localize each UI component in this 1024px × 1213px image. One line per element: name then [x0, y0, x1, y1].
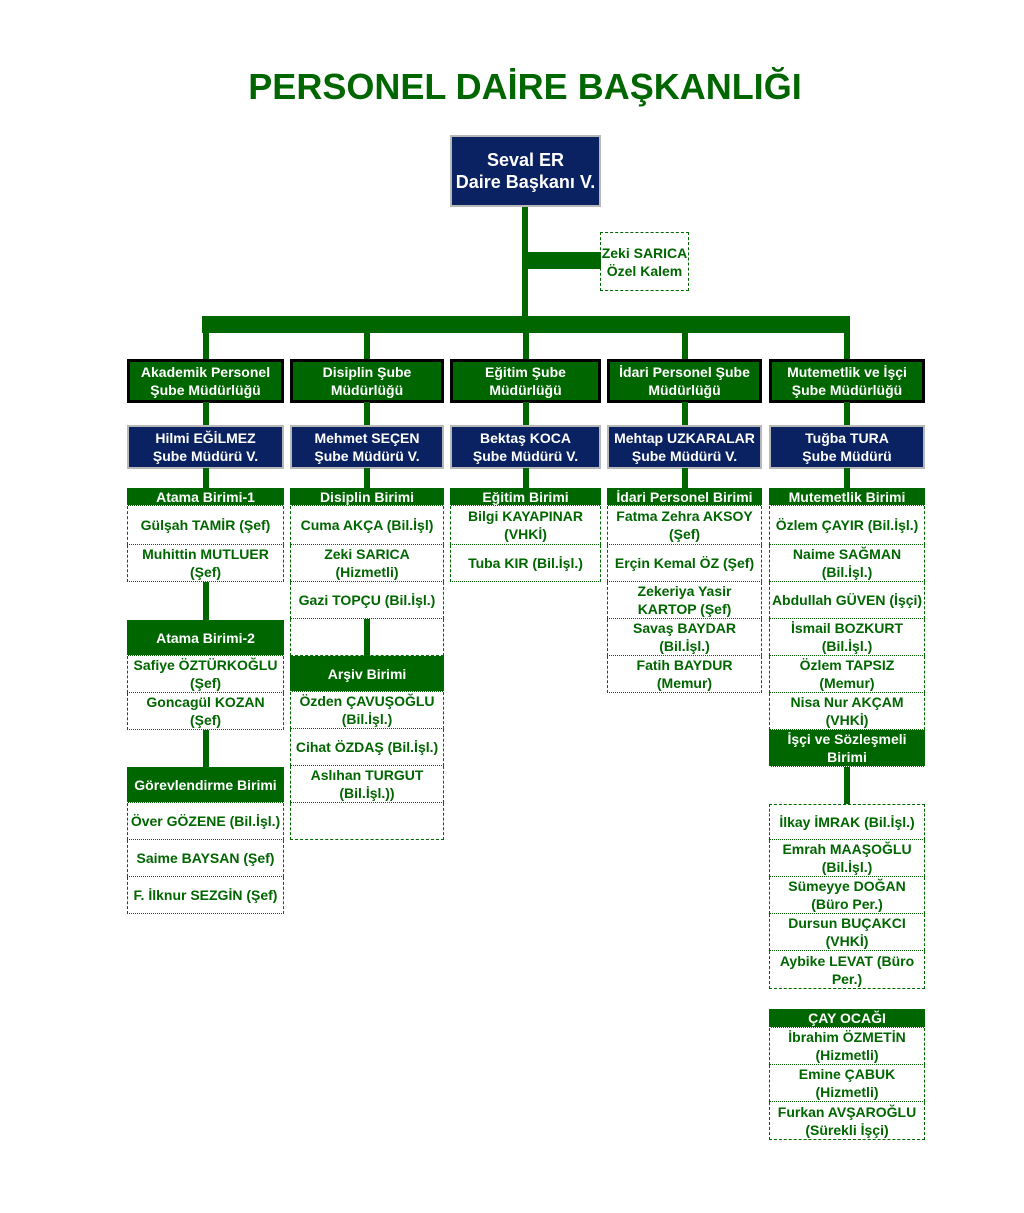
member-row: Sümeyye DOĞAN (Büro Per.) [769, 877, 925, 914]
member-row: Bilgi KAYAPINAR (VHKİ) [450, 506, 601, 545]
member-row: Nisa Nur AKÇAM (VHKİ) [769, 693, 925, 730]
member-row: Gülşah TAMİR (Şef) [127, 506, 284, 545]
manager-title: Şube Müdürü V. [152, 448, 259, 464]
member-row: Gazi TOPÇU (Bil.İşl.) [290, 582, 444, 619]
member-row: Özlem TAPSIZ (Memur) [769, 656, 925, 693]
connector-line [203, 582, 209, 620]
member-row: Savaş BAYDAR (Bil.İşl.) [607, 619, 762, 656]
manager-box: Mehtap UZKARALAR Şube Müdürü V. [607, 425, 762, 469]
manager-title: Şube Müdürü V. [631, 448, 738, 464]
member-row: Cuma AKÇA (Bil.İşl) [290, 506, 444, 545]
unit-header: Arşiv Birimi [290, 656, 444, 692]
member-row: Emrah MAAŞOĞLU (Bil.İşl.) [769, 840, 925, 877]
member-row: Özden ÇAVUŞOĞLU (Bil.İşl.) [290, 692, 444, 729]
unit-header: Atama Birimi-1 [127, 488, 284, 506]
department-box: İdari Personel Şube Müdürlüğü [607, 359, 762, 403]
connector-line [682, 333, 688, 360]
connector-line [682, 468, 688, 489]
manager-title: Şube Müdürü V. [472, 448, 579, 464]
member-row: Furkan AVŞAROĞLU (Sürekli İşçi) [769, 1102, 925, 1140]
manager-title: Şube Müdürü [802, 448, 892, 464]
head-box: Seval ER Daire Başkanı V. [450, 135, 601, 207]
member-row: Emine ÇABUK (Hizmetli) [769, 1065, 925, 1102]
manager-title: Şube Müdürü V. [314, 448, 420, 464]
manager-box: Tuğba TURA Şube Müdürü [769, 425, 925, 469]
member-row: Över GÖZENE (Bil.İşl.) [127, 803, 284, 840]
member-row: Özlem ÇAYIR (Bil.İşl.) [769, 506, 925, 545]
member-row: Abdullah GÜVEN (İşçi) [769, 582, 925, 619]
member-row: Erçin Kemal ÖZ (Şef) [607, 545, 762, 582]
head-title: Daire Başkanı V. [455, 172, 596, 192]
member-row: F. İlknur SEZGİN (Şef) [127, 877, 284, 914]
member-row: Zekeriya Yasir KARTOP (Şef) [607, 582, 762, 619]
connector-line [682, 402, 688, 426]
unit-header: Disiplin Birimi [290, 488, 444, 506]
empty-row [290, 803, 444, 840]
connector-line [523, 402, 529, 426]
manager-box: Bektaş KOCA Şube Müdürü V. [450, 425, 601, 469]
member-row: Goncagül KOZAN (Şef) [127, 693, 284, 730]
manager-name: Bektaş KOCA [479, 430, 572, 446]
manager-name: Mehmet SEÇEN [314, 430, 420, 446]
connector-line [844, 468, 850, 489]
manager-name: Hilmi EĞİLMEZ [155, 430, 256, 446]
manager-name: Tuğba TURA [805, 430, 889, 446]
private-office-box: Zeki SARICA Özel Kalem [600, 232, 689, 291]
unit-header: Görevlendirme Birimi [127, 767, 284, 803]
department-box: Eğitim Şube Müdürlüğü [450, 359, 601, 403]
head-name: Seval ER [486, 150, 565, 170]
member-row: İsmail BOZKURT (Bil.İşl.) [769, 619, 925, 656]
department-box: Akademik Personel Şube Müdürlüğü [127, 359, 284, 403]
member-row: Fatma Zehra AKSOY (Şef) [607, 506, 762, 545]
bus-line [202, 316, 850, 333]
connector-line [525, 252, 601, 269]
member-row: Aslıhan TURGUT (Bil.İşl.)) [290, 766, 444, 803]
manager-box: Mehmet SEÇEN Şube Müdürü V. [290, 425, 444, 469]
connector-line [844, 333, 850, 360]
connector-line [523, 333, 529, 360]
manager-box: Hilmi EĞİLMEZ Şube Müdürü V. [127, 425, 284, 469]
private-office-title: Özel Kalem [606, 262, 683, 279]
connector-line [364, 468, 370, 489]
unit-header: Atama Birimi-2 [127, 620, 284, 656]
connector-line [844, 402, 850, 426]
connector-line [523, 468, 529, 489]
connector-line [844, 767, 850, 804]
unit-header: İşçi ve Sözleşmeli Birimi [769, 730, 925, 767]
member-row: Saime BAYSAN (Şef) [127, 840, 284, 877]
member-row: İbrahim ÖZMETİN (Hizmetli) [769, 1028, 925, 1065]
manager-name: Mehtap UZKARALAR [614, 430, 755, 446]
connector-line [364, 402, 370, 426]
connector-line [203, 333, 209, 360]
unit-header: İdari Personel Birimi [607, 488, 762, 506]
page-title: PERSONEL DAİRE BAŞKANLIĞI [248, 66, 802, 107]
member-row: Zeki SARICA (Hizmetli) [290, 545, 444, 582]
member-row: Fatih BAYDUR (Memur) [607, 656, 762, 693]
member-row: Naime SAĞMAN (Bil.İşl.) [769, 545, 925, 582]
member-row: Aybike LEVAT (Büro Per.) [769, 951, 925, 989]
private-office-name: Zeki SARICA [601, 244, 688, 261]
connector-line [364, 333, 370, 360]
unit-header: ÇAY OCAĞI [769, 1009, 925, 1028]
member-row: Dursun BUÇAKCI (VHKİ) [769, 914, 925, 951]
department-box: Disiplin Şube Müdürlüğü [290, 359, 444, 403]
member-row: Safiye ÖZTÜRKOĞLU (Şef) [127, 656, 284, 693]
unit-header: Eğitim Birimi [450, 488, 601, 506]
connector-line [364, 619, 370, 656]
connector-line [203, 730, 209, 767]
department-box: Mutemetlik ve İşçi Şube Müdürlüğü [769, 359, 925, 403]
connector-line [203, 468, 209, 489]
connector-line [203, 402, 209, 426]
member-row: Cihat ÖZDAŞ (Bil.İşl.) [290, 729, 444, 766]
member-row: Muhittin MUTLUER (Şef) [127, 545, 284, 582]
member-row: İlkay İMRAK (Bil.İşl.) [769, 804, 925, 840]
unit-header: Mutemetlik Birimi [769, 488, 925, 506]
member-row: Tuba KIR (Bil.İşl.) [450, 545, 601, 582]
